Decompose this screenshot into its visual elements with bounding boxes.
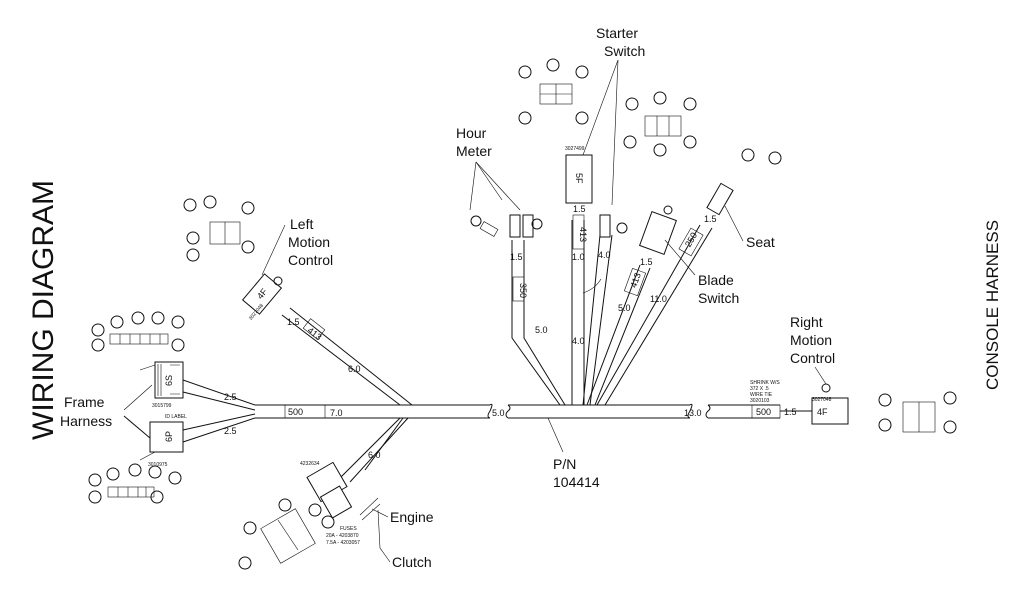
central-branches bbox=[470, 154, 734, 406]
shrink-note-line2: 372 X .5 bbox=[750, 386, 769, 392]
blade-switch-label-line2: Switch bbox=[698, 290, 739, 306]
length-1-5-right: 1.5 bbox=[784, 407, 797, 417]
length-5-0-trunk: 5.0 bbox=[492, 408, 505, 418]
length-6-0-engine: 6.0 bbox=[368, 450, 381, 460]
starter-switch-label-line1: Starter bbox=[596, 25, 638, 41]
left-motion-label-line2: Motion bbox=[288, 234, 330, 250]
length-1-5-seat: 1.5 bbox=[704, 214, 717, 224]
frame-lower-pinout bbox=[88, 463, 182, 504]
part-number-value: 104414 bbox=[553, 474, 600, 490]
connector-6s: 6S bbox=[164, 375, 174, 386]
tag-500-right: 500 bbox=[756, 407, 771, 417]
hour-meter-label-line2: Meter bbox=[456, 143, 492, 159]
fuse-line-20a: 20A - 4203870 bbox=[326, 533, 359, 539]
connector-4f-right: 4F bbox=[817, 407, 828, 417]
tag-413-starter: 413 bbox=[578, 227, 588, 242]
part-3015799: 3015799 bbox=[152, 403, 172, 409]
seat-label: Seat bbox=[746, 234, 775, 250]
length-11-0: 11.0 bbox=[650, 294, 667, 304]
length-1-5-hour-meter: 1.5 bbox=[510, 252, 523, 262]
shrink-note-line4: 3020103 bbox=[750, 398, 770, 404]
length-6-0-left-motion: 6.0 bbox=[348, 364, 361, 374]
fuses-title: FUSES bbox=[340, 526, 357, 532]
length-5-0-hour-meter: 5.0 bbox=[535, 325, 548, 335]
engine-clutch-branch bbox=[306, 417, 409, 521]
engine-clutch-pinout bbox=[238, 498, 335, 570]
length-5-0-blade: 5.0 bbox=[618, 303, 631, 313]
seat-pinout bbox=[741, 148, 782, 165]
length-13-0: 13.0 bbox=[684, 408, 702, 418]
right-motion-label-line1: Right bbox=[790, 314, 823, 330]
connector-5f: 5F bbox=[574, 173, 584, 184]
left-motion-pinout bbox=[183, 195, 255, 262]
starter-switch-pinout bbox=[518, 58, 589, 125]
length-1-5-blade: 1.5 bbox=[640, 257, 653, 267]
frame-harness-label-line2: Harness bbox=[60, 413, 112, 429]
length-4-0-top: 4.0 bbox=[598, 250, 611, 260]
left-motion-branch bbox=[241, 273, 413, 406]
right-motion-label-line3: Control bbox=[790, 350, 835, 366]
frame-upper-pinout bbox=[91, 311, 185, 352]
part-3027048-right: 3027048 bbox=[812, 397, 832, 403]
length-7-0: 7.0 bbox=[330, 408, 343, 418]
length-1-5-starter: 1.5 bbox=[573, 204, 586, 214]
clutch-label: Clutch bbox=[392, 554, 432, 570]
blade-switch-label-line1: Blade bbox=[698, 272, 734, 288]
id-label-note: ID LABEL bbox=[165, 414, 187, 420]
left-motion-label-line3: Control bbox=[288, 252, 333, 268]
right-motion-pinout bbox=[878, 391, 957, 434]
part-3027499: 3027499 bbox=[565, 146, 585, 152]
engine-label: Engine bbox=[390, 509, 434, 525]
shrink-note-line3: WIRE TIE bbox=[750, 392, 773, 398]
starter-switch-label-line2: Switch bbox=[604, 43, 645, 59]
length-4-0-bottom: 4.0 bbox=[572, 336, 585, 346]
part-3010975: 3010975 bbox=[148, 462, 168, 468]
right-motion-branch bbox=[811, 383, 849, 425]
blade-switch-pinout bbox=[623, 91, 697, 157]
hour-meter-label-line1: Hour bbox=[456, 125, 487, 141]
frame-harness-label-line1: Frame bbox=[64, 394, 105, 410]
tag-350: 350 bbox=[518, 283, 528, 298]
length-1-0: 1.0 bbox=[572, 252, 585, 262]
length-1-5-left-motion: 1.5 bbox=[287, 317, 300, 327]
tag-413-left-motion: 413 bbox=[306, 325, 324, 342]
tag-413-blade: 413 bbox=[628, 271, 643, 289]
part-4232634: 4232634 bbox=[300, 461, 320, 467]
length-2-5-lower: 2.5 bbox=[224, 426, 237, 436]
tag-500-left: 500 bbox=[288, 407, 303, 417]
fuse-line-7-5a: 7.5A - 4203057 bbox=[326, 540, 360, 546]
harness-subtitle: CONSOLE HARNESS bbox=[983, 220, 1002, 390]
length-2-5-upper: 2.5 bbox=[224, 392, 237, 402]
left-motion-label-line1: Left bbox=[290, 216, 313, 232]
diagram-title: WIRING DIAGRAM bbox=[27, 180, 60, 440]
right-motion-label-line2: Motion bbox=[790, 332, 832, 348]
shrink-note-line1: SHRINK W/S bbox=[750, 380, 780, 386]
main-trunk bbox=[255, 403, 812, 419]
part-number-prefix: P/N bbox=[553, 456, 576, 472]
frame-harness-branch bbox=[139, 361, 256, 461]
connector-6p: 6P bbox=[164, 431, 174, 442]
